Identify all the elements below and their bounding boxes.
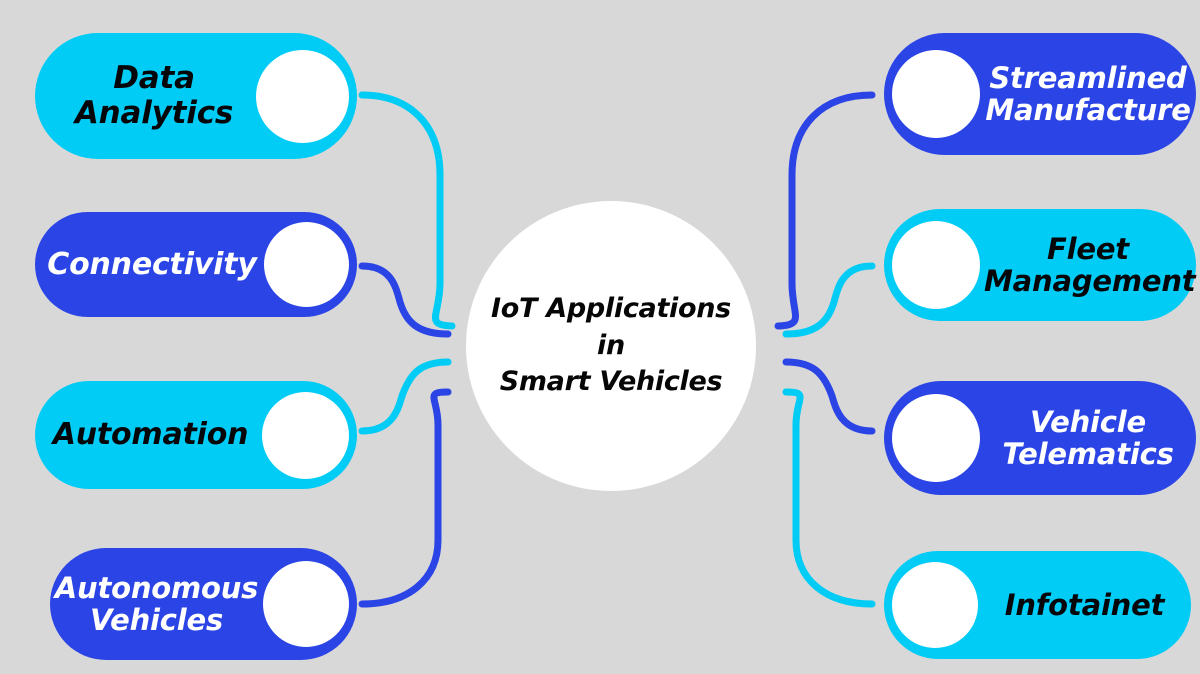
branch-label-fleet-management: Fleet Management — [984, 231, 1196, 298]
connector-streamlined-manufacture — [774, 91, 876, 330]
branch-node-fleet-management[interactable]: Fleet Management — [884, 209, 1196, 321]
node-dot-icon — [262, 391, 349, 479]
branch-node-streamlined-manufacture[interactable]: Streamlined Manufacture — [884, 33, 1196, 155]
connector-automation — [358, 358, 452, 435]
node-dot-icon — [892, 50, 980, 138]
branch-label-infotainet: Infotainet — [1004, 587, 1165, 622]
branch-node-infotainet[interactable]: Infotainet — [884, 551, 1191, 659]
branch-label-connectivity: Connectivity — [47, 246, 257, 282]
connector-data-analytics — [358, 91, 456, 330]
connector-autonomous-vehicles — [358, 388, 452, 608]
branch-label-streamlined-manufacture: Streamlined Manufacture — [985, 60, 1191, 127]
branch-node-data-analytics[interactable]: Data Analytics — [35, 33, 357, 159]
node-dot-icon — [264, 222, 349, 307]
branch-label-autonomous-vehicles: Autonomous Vehicles — [54, 570, 259, 637]
node-dot-icon — [892, 221, 980, 309]
connector-infotainet — [782, 388, 876, 608]
node-dot-icon — [892, 562, 978, 648]
branch-node-vehicle-telematics[interactable]: Vehicle Telematics — [884, 381, 1196, 495]
branch-label-data-analytics: Data Analytics — [74, 60, 234, 131]
branch-label-vehicle-telematics: Vehicle Telematics — [1002, 404, 1174, 471]
branch-node-automation[interactable]: Automation — [35, 381, 357, 489]
node-dot-icon — [892, 394, 980, 482]
connector-vehicle-telematics — [782, 358, 876, 435]
branch-node-connectivity[interactable]: Connectivity — [35, 212, 357, 317]
center-hub[interactable]: IoT Applications in Smart Vehicles — [466, 201, 756, 491]
center-hub-title: IoT Applications in Smart Vehicles — [491, 293, 731, 398]
branch-label-automation: Automation — [52, 417, 249, 453]
branch-node-autonomous-vehicles[interactable]: Autonomous Vehicles — [50, 548, 357, 660]
node-dot-icon — [263, 561, 349, 647]
connector-connectivity — [358, 262, 452, 338]
connector-fleet-management — [782, 262, 876, 338]
node-dot-icon — [256, 49, 349, 143]
